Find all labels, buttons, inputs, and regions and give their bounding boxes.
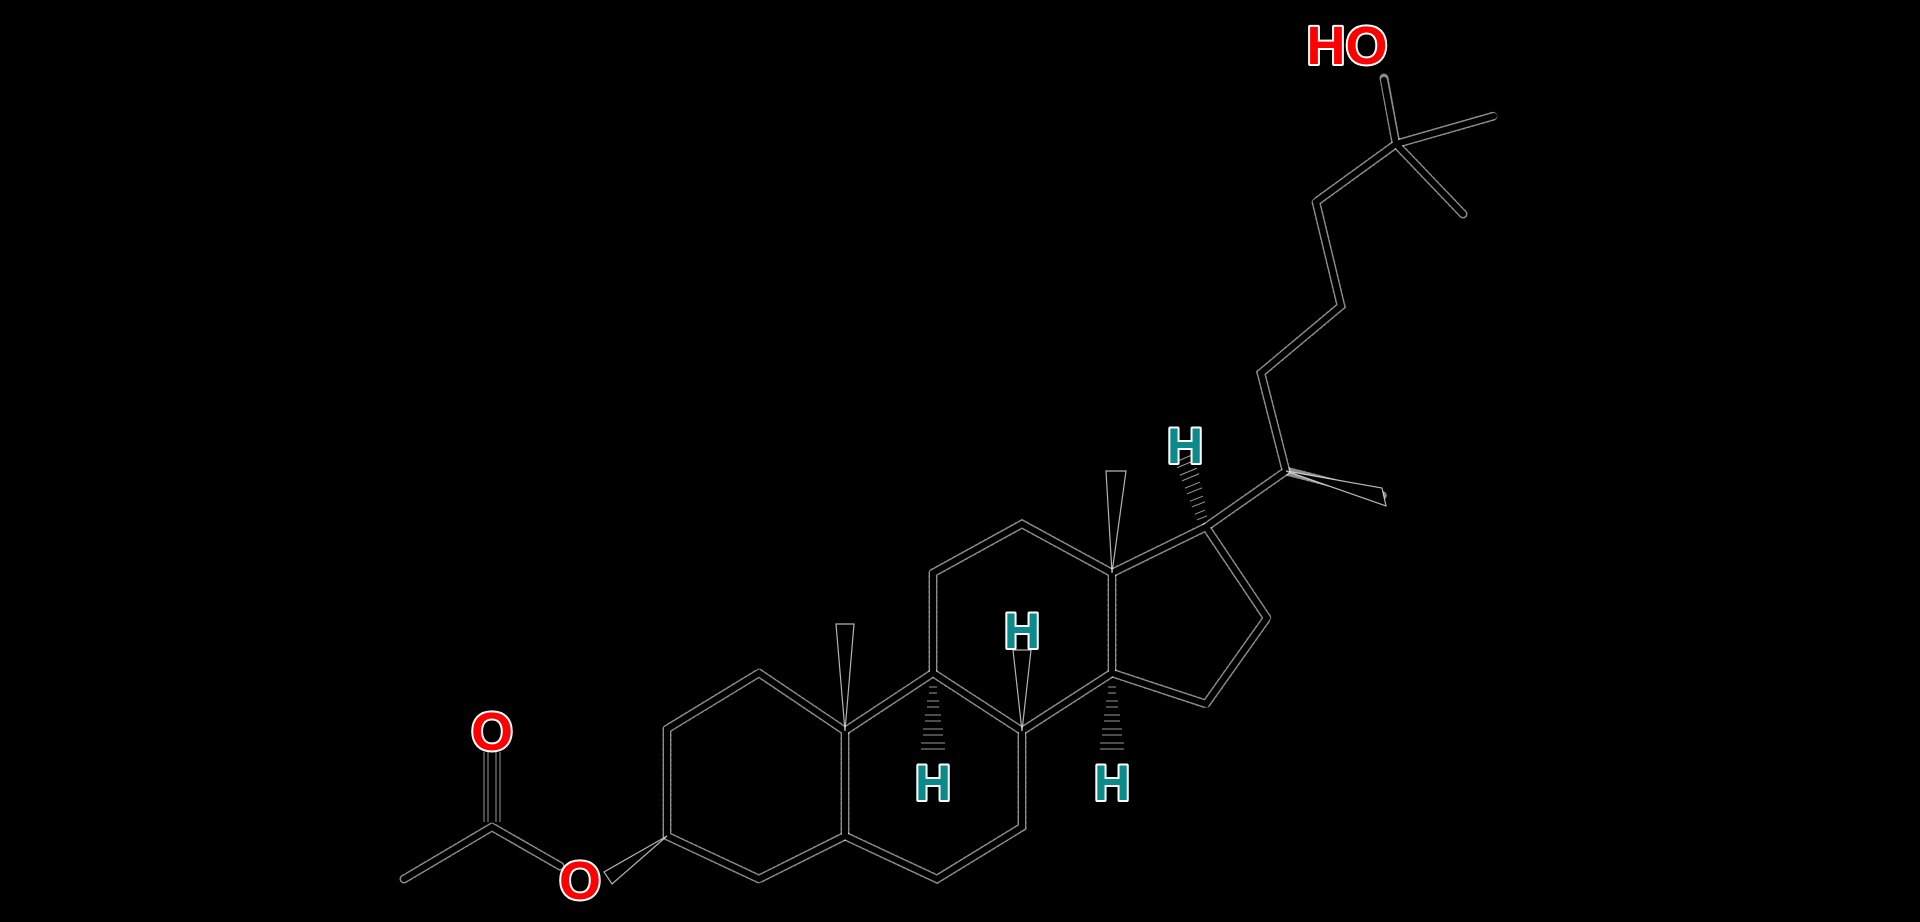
h-c14-label: H — [1094, 755, 1130, 811]
hash-c14-h — [1100, 686, 1124, 750]
hash-bonds — [921, 453, 1208, 750]
hash-c17-h — [1174, 453, 1208, 521]
c25-methyl — [1393, 141, 1466, 217]
ring-c — [930, 520, 1115, 734]
carbonyl-oxygen-label: O — [471, 702, 513, 762]
h-c8-label: H — [1004, 603, 1040, 659]
wedge-c21-methyl — [1285, 470, 1387, 507]
wedge-c19-methyl — [835, 623, 855, 732]
wedge-c8-h — [1012, 649, 1032, 732]
hydroxyl-label: HO — [1307, 16, 1388, 76]
double-bond-c5-c6 — [859, 816, 937, 860]
ring-b — [842, 669, 1025, 883]
h-c17-label: H — [1167, 418, 1203, 474]
atom-labels: HO O O H H H H — [469, 14, 1390, 913]
ring-d — [1109, 523, 1271, 708]
ester-oxygen-label: O — [559, 851, 601, 911]
h-c9-label: H — [915, 755, 951, 811]
wedge-bonds — [603, 470, 1387, 885]
hash-c9-h — [921, 686, 945, 750]
side-chain — [1203, 113, 1497, 530]
c25-hydroxyl-bond — [1381, 77, 1399, 147]
wedge-c18-methyl — [1105, 470, 1127, 574]
ring-a — [664, 669, 848, 883]
acetate-chain — [401, 823, 563, 882]
bonds — [401, 77, 1497, 883]
wedge-c3-o — [603, 835, 668, 885]
